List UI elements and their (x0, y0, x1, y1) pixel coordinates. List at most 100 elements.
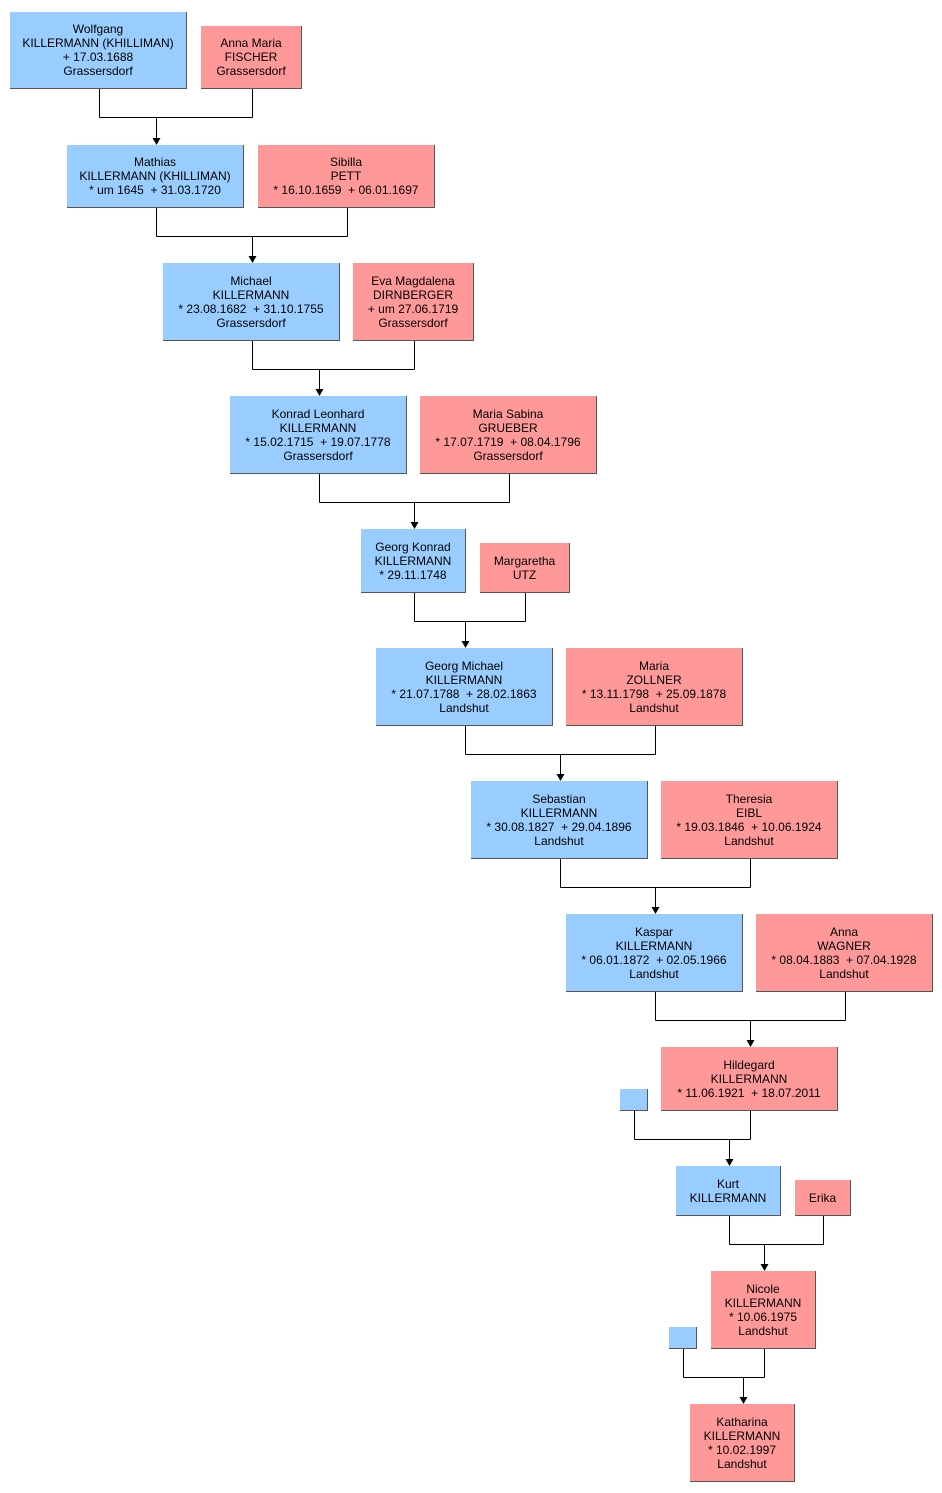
person-text-line: Grassersdorf (216, 315, 286, 330)
arrow-head-icon (556, 774, 565, 781)
person-text-line: DIRNBERGER (372, 287, 453, 302)
person-box-p20[interactable]: Erika (795, 1180, 851, 1216)
person-text-line: Georg Michael (424, 658, 504, 673)
person-text-line: * um 1645 + 31.03.1720 (89, 183, 221, 197)
arrow-head-icon (746, 1040, 755, 1047)
person-text-line: * 23.08.1682 + 31.10.1755 (178, 301, 324, 316)
person-text-line: KILLERMANN (615, 938, 693, 953)
person-text-line: Kaspar (634, 924, 674, 939)
person-text-line: Maria (638, 658, 669, 673)
person-text-line: Anna Maria (220, 36, 282, 50)
arrow-head-icon (651, 907, 660, 914)
person-text-line: KILLERMANN (425, 672, 503, 687)
person-box-p22[interactable] (669, 1327, 697, 1349)
person-text-line: Margaretha (493, 553, 556, 568)
person-text-line: + 17.03.1688 (62, 50, 134, 64)
person-text-line: Landshut (738, 1323, 788, 1338)
person-text-line: * 29.11.1748 (379, 567, 447, 582)
person-text-line: EIBL (735, 805, 762, 820)
person-text-line: GRUEBER (478, 420, 538, 435)
person-text-line: Nicole (746, 1281, 780, 1296)
arrow-head-icon (461, 641, 470, 648)
person-text-line: * 10.02.1997 (707, 1442, 777, 1457)
person-text-line: KILLERMANN (KHILLIMAN) (22, 36, 174, 50)
person-text-line: Eva Magdalena (371, 273, 455, 288)
person-text-line: Grassersdorf (473, 448, 543, 463)
person-text-line: * 16.10.1659 + 06.01.1697 (273, 183, 419, 197)
person-text-line: Grassersdorf (283, 448, 353, 463)
person-text-line: FISCHER (224, 50, 278, 64)
person-text-line: KILLERMANN (KHILLIMAN) (79, 169, 231, 183)
person-text-line: Landshut (534, 833, 584, 848)
arrow-head-icon (152, 138, 161, 145)
person-text-line: Theresia (725, 791, 773, 806)
person-text-line: KILLERMANN (703, 1428, 781, 1443)
person-text-line: Konrad Leonhard (271, 406, 365, 421)
person-text-line: * 11.06.1921 + 18.07.2011 (677, 1085, 821, 1100)
person-text-line: KILLERMANN (374, 553, 452, 568)
person-text-line: ZOLLNER (626, 672, 682, 687)
arrow-head-icon (760, 1264, 769, 1271)
person-text-line: * 17.07.1719 + 08.04.1796 (435, 434, 581, 449)
person-text-line: * 15.02.1715 + 19.07.1778 (245, 434, 391, 449)
person-text-line: Hildegard (723, 1057, 775, 1072)
person-text-line: KILLERMANN (724, 1295, 802, 1310)
person-text-line: Sebastian (532, 791, 586, 806)
person-text-line: Wolfgang (72, 22, 124, 36)
person-text-line: * 06.01.1872 + 02.05.1966 (581, 952, 727, 967)
person-text-line: * 30.08.1827 + 29.04.1896 (486, 819, 632, 834)
person-text-line: Landshut (717, 1456, 767, 1471)
person-text-line: Landshut (819, 966, 869, 981)
arrow-head-icon (315, 389, 324, 396)
person-text-line: Grassersdorf (378, 315, 448, 330)
person-text-line: KILLERMANN (212, 287, 290, 302)
person-text-line: * 13.11.1798 + 25.09.1878 (581, 686, 727, 701)
person-text-line: KILLERMANN (689, 1190, 767, 1205)
person-text-line: Georg Konrad (375, 539, 451, 554)
person-text-line: Landshut (629, 966, 679, 981)
arrow-head-icon (725, 1159, 734, 1166)
person-text-line: UTZ (512, 567, 537, 582)
person-text-line: * 21.07.1788 + 28.02.1863 (391, 686, 537, 701)
person-text-line: Mathias (133, 155, 177, 169)
person-text-line: WAGNER (817, 938, 871, 953)
person-text-line: Michael (230, 273, 272, 288)
person-text-line: Katharina (716, 1414, 768, 1429)
arrow-head-icon (739, 1397, 748, 1404)
person-text-line: Erika (808, 1190, 837, 1205)
person-text-line: Sibilla (329, 155, 362, 169)
person-text-line: PETT (330, 169, 362, 183)
person-text-line: * 10.06.1975 (728, 1309, 798, 1324)
person-text-line: * 08.04.1883 + 07.04.1928 (771, 952, 917, 967)
person-text-line: Landshut (629, 700, 679, 715)
person-text-line: * 19.03.1846 + 10.06.1924 (676, 819, 822, 834)
person-text-line: Landshut (439, 700, 489, 715)
person-text-line: Kurt (716, 1176, 739, 1191)
person-text-line: + um 27.06.1719 (367, 301, 459, 316)
person-text-line: Grassersdorf (63, 64, 133, 78)
person-box-p18[interactable] (620, 1089, 648, 1111)
arrow-head-icon (410, 522, 419, 529)
